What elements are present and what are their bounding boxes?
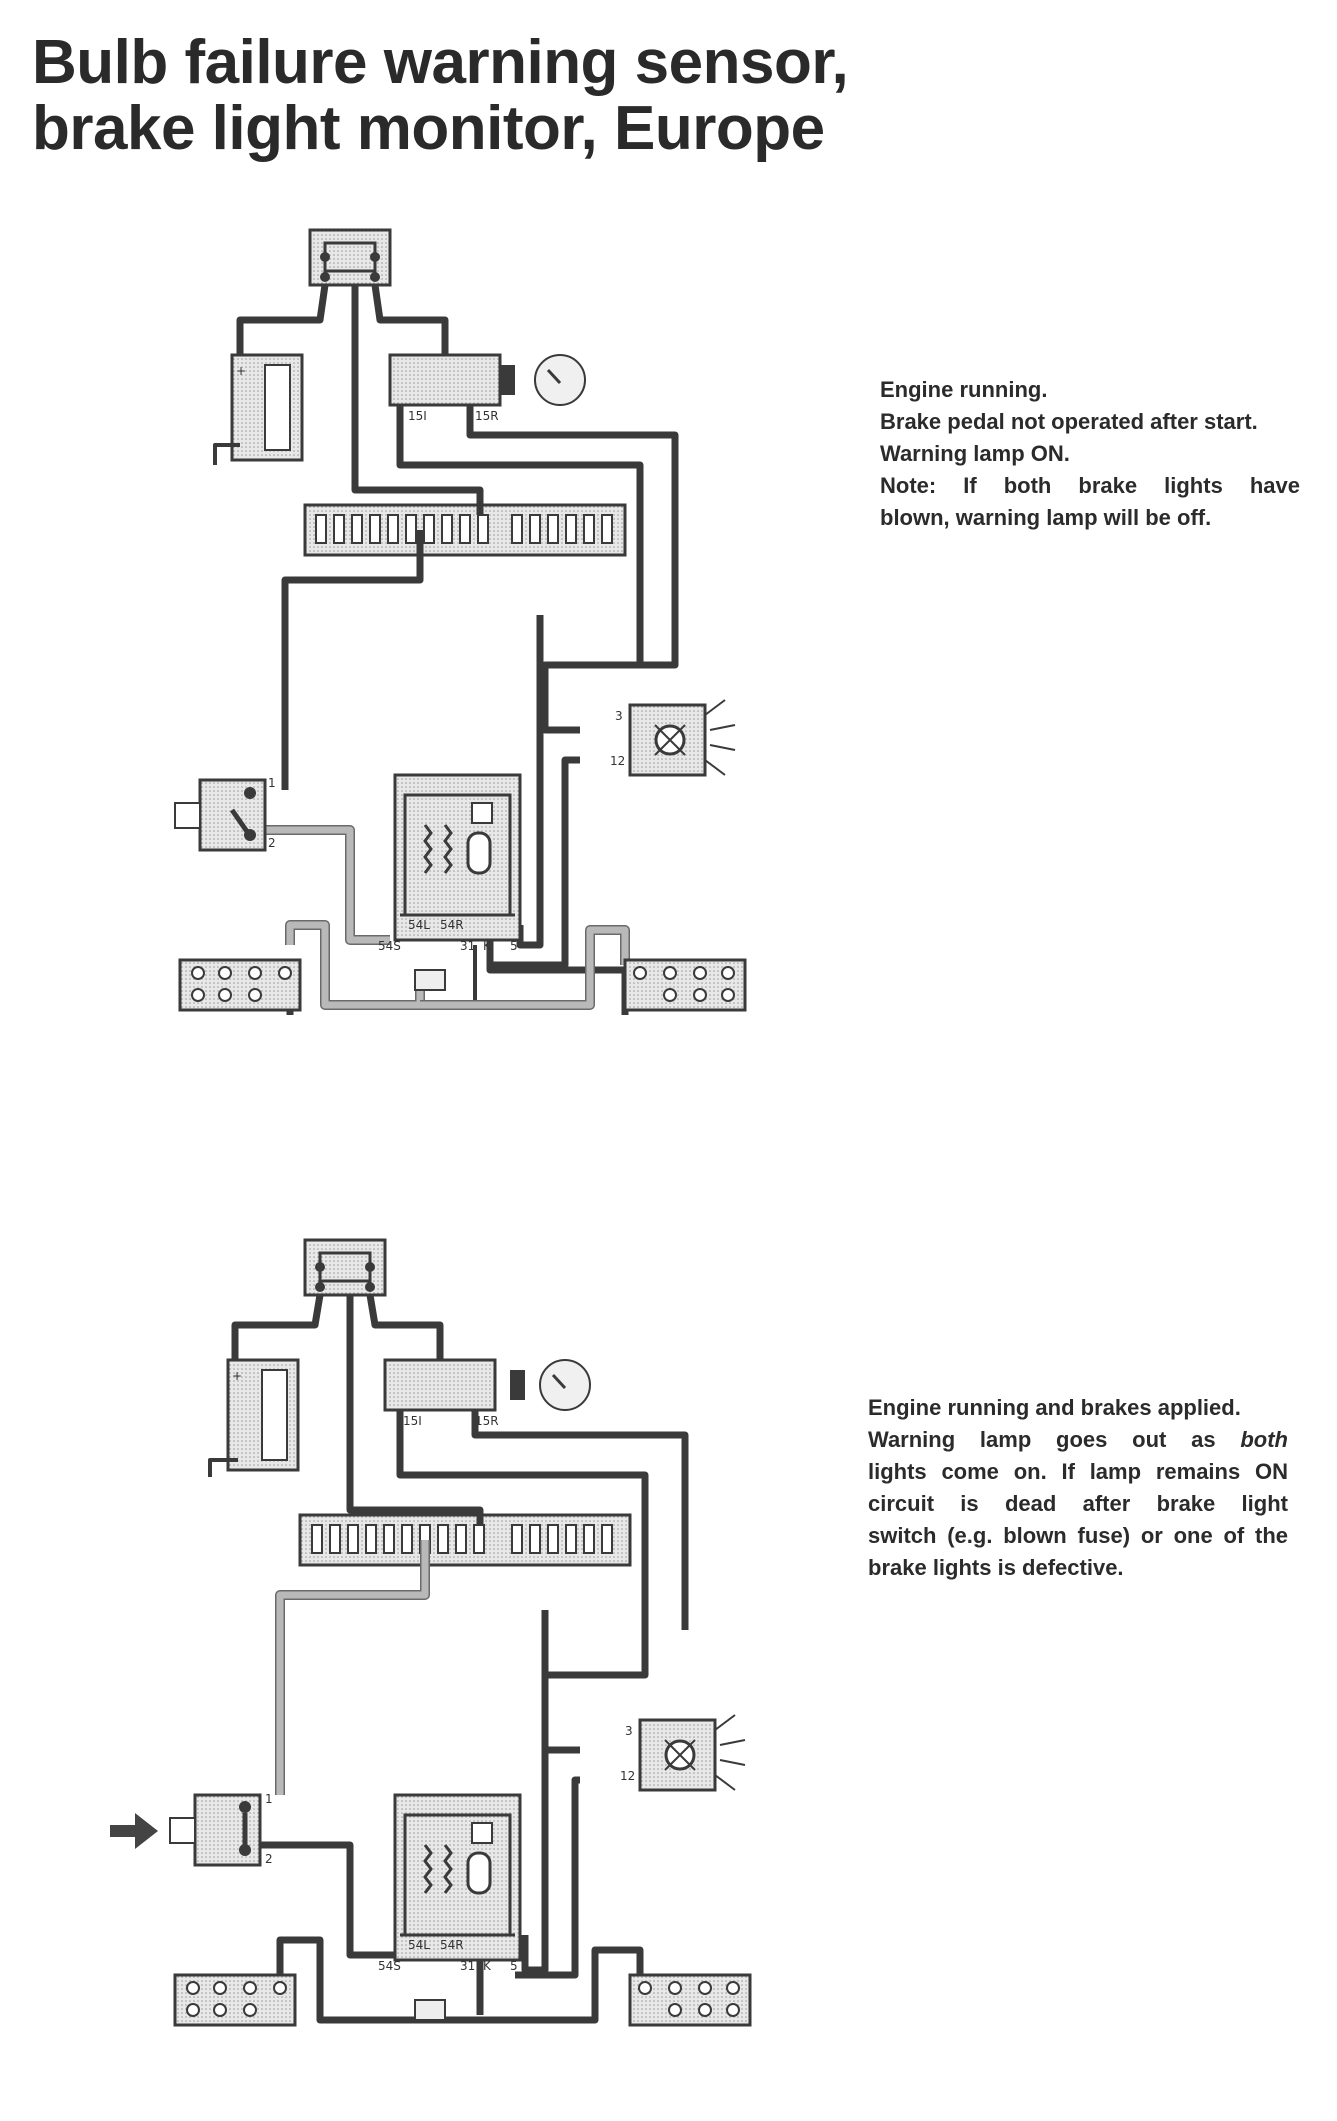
switch-term-1: 1 xyxy=(268,776,276,790)
wires-dead xyxy=(275,1540,430,1795)
lamp-term-3: 3 xyxy=(625,1724,633,1738)
caption-line: circuit is dead after brake light xyxy=(868,1491,1288,1516)
svg-text:+: + xyxy=(236,364,246,378)
brake-light-switch: 1 2 xyxy=(169,1792,273,1867)
title-line-2: brake light monitor, Europe xyxy=(32,94,825,163)
tail-light-left xyxy=(178,958,302,1012)
sensor-term-k: K xyxy=(483,1959,492,1973)
tail-light-left xyxy=(173,1973,297,2027)
caption-line: Engine running. xyxy=(880,377,1048,402)
wiring-diagram-2: + 15I 15R xyxy=(110,1238,752,2027)
wires-dead xyxy=(250,825,630,1010)
sensor-term-5: 5 xyxy=(510,1959,518,1973)
page-title: Bulb failure warning sensor, brake light… xyxy=(32,30,1032,162)
fuse-box xyxy=(303,503,627,557)
lamp-term-3: 3 xyxy=(615,709,623,723)
caption-line: brake lights is defective. xyxy=(868,1555,1124,1580)
warning-lamp: 3 12 xyxy=(620,1714,746,1792)
switch-term-1: 1 xyxy=(265,1792,273,1806)
bulb-failure-sensor: 54L 54R 54S 31 K 5 xyxy=(378,1793,522,2021)
caption-panel-2: Engine running and brakes applied. Warni… xyxy=(868,1392,1288,1584)
bulb-failure-sensor: 54L 54R 54S 31 K 5 xyxy=(378,773,522,1000)
caption-panel-1: Engine running. Brake pedal not operated… xyxy=(880,374,1300,534)
caption-line: switch (e.g. blown fuse) or one of the xyxy=(868,1523,1288,1548)
ign-label-left: 15I xyxy=(403,1414,422,1428)
title-line-1: Bulb failure warning sensor, xyxy=(32,28,849,97)
sensor-term-31: 31 xyxy=(460,939,475,953)
caption-line: Warning lamp goes out as both xyxy=(868,1427,1288,1452)
fuse-box xyxy=(298,1513,632,1567)
sensor-term-54s: 54S xyxy=(378,1959,401,1973)
wiring-diagram-1: + 15I 15R xyxy=(174,228,747,1015)
ign-label-right: 15R xyxy=(475,409,499,423)
switch-term-2: 2 xyxy=(265,1852,273,1866)
sensor-term-54l: 54L xyxy=(408,1938,430,1952)
caption-line: Warning lamp ON. xyxy=(880,441,1070,466)
sensor-term-54s: 54S xyxy=(378,939,401,953)
relay-top xyxy=(303,1238,387,1297)
caption-line: blown, warning lamp will be off. xyxy=(880,505,1212,530)
sensor-term-k: K xyxy=(483,939,492,953)
caption-line: Engine running and brakes applied. xyxy=(868,1395,1241,1420)
caption-line: Note: If both brake lights have xyxy=(880,473,1300,498)
lamp-term-12: 12 xyxy=(610,754,625,768)
relay-top xyxy=(308,228,392,287)
sensor-term-5: 5 xyxy=(510,939,518,953)
sensor-term-54r: 54R xyxy=(440,1938,464,1952)
warning-lamp: 3 12 xyxy=(610,699,736,777)
switch-term-2: 2 xyxy=(268,836,276,850)
caption-line: lights come on. If lamp remains ON xyxy=(868,1459,1288,1484)
sensor-term-54l: 54L xyxy=(408,918,430,932)
caption-line: Brake pedal not operated after start. xyxy=(880,409,1258,434)
ign-label-left: 15I xyxy=(408,409,427,423)
svg-text:+: + xyxy=(232,1369,242,1383)
battery: + xyxy=(213,353,304,465)
brake-pedal-arrow xyxy=(110,1813,158,1849)
tail-light-right xyxy=(628,1973,752,2027)
sensor-term-54r: 54R xyxy=(440,918,464,932)
ign-label-right: 15R xyxy=(475,1414,499,1428)
tail-light-right xyxy=(623,958,747,1012)
wires-live xyxy=(231,1294,689,2025)
ignition-switch: 15I 15R xyxy=(388,353,586,423)
lamp-term-12: 12 xyxy=(620,1769,635,1783)
sensor-term-31: 31 xyxy=(460,1959,475,1973)
battery: + xyxy=(208,1358,300,1477)
ignition-switch: 15I 15R xyxy=(383,1358,591,1428)
brake-light-switch: 1 2 xyxy=(174,776,276,852)
